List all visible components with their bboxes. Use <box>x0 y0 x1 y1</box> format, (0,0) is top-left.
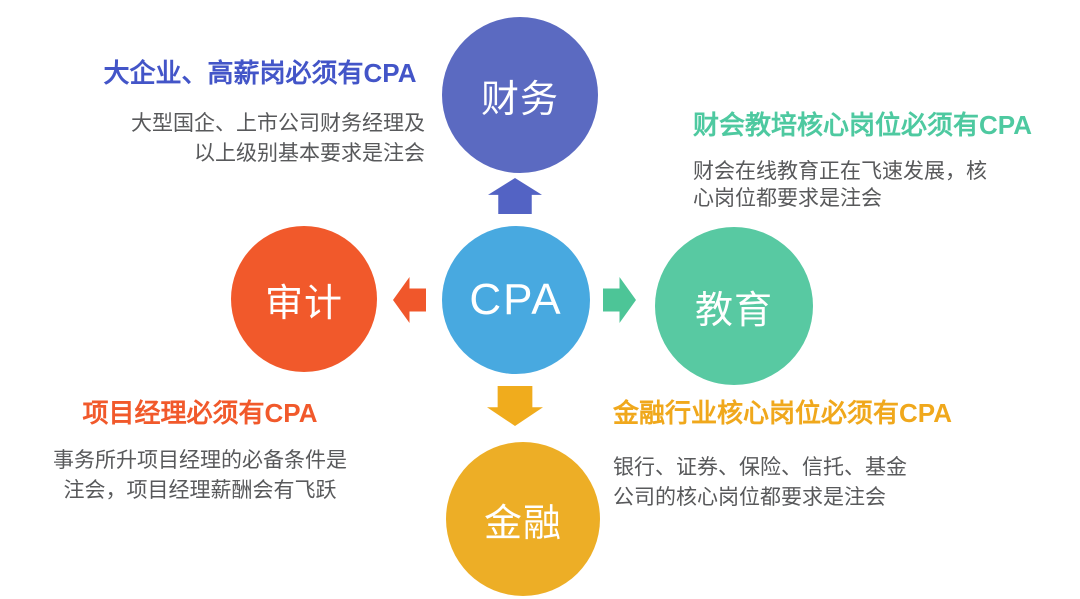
arrow-left-icon <box>393 277 426 323</box>
node-audit: 审计 <box>231 226 377 372</box>
callout-education: 财会教培核心岗位必须有CPA 财会在线教育正在飞速发展，核 心岗位都要求是注会 <box>693 110 1033 212</box>
callout-audit-body: 事务所升项目经理的必备条件是 注会，项目经理薪酬会有飞跃 <box>25 445 375 505</box>
callout-education-title: 财会教培核心岗位必须有CPA <box>693 110 1032 140</box>
node-finance-dept-label: 财务 <box>480 78 559 121</box>
callout-audit-line1: 事务所升项目经理的必备条件是 <box>53 448 347 472</box>
callout-finance-dept-line2: 以上级别基本要求是注会 <box>194 141 425 165</box>
node-cpa-center-label: CPA <box>469 275 563 324</box>
node-banking-label: 金融 <box>483 502 562 545</box>
node-audit-label: 审计 <box>264 282 343 325</box>
callout-banking-body: 银行、证券、保险、信托、基金 公司的核心岗位都要求是注会 <box>613 452 993 512</box>
callout-finance-dept-title: 大企业、高薪岗必须有CPA <box>103 58 417 88</box>
callout-audit: 项目经理必须有CPA 事务所升项目经理的必备条件是 注会，项目经理薪酬会有飞跃 <box>25 398 375 505</box>
callout-finance-dept: 大企业、高薪岗必须有CPA 大型国企、上市公司财务经理及 以上级别基本要求是注会 <box>95 58 425 168</box>
callout-education-line1: 财会在线教育正在飞速发展，核 <box>693 159 987 183</box>
node-education-label: 教育 <box>694 289 773 332</box>
callout-banking: 金融行业核心岗位必须有CPA 银行、证券、保险、信托、基金 公司的核心岗位都要求… <box>613 398 993 512</box>
callout-education-body: 财会在线教育正在飞速发展，核 心岗位都要求是注会 <box>693 158 1033 212</box>
callout-banking-line1: 银行、证券、保险、信托、基金 <box>613 455 907 479</box>
node-finance-dept: 财务 <box>442 17 598 173</box>
arrow-right-icon <box>603 277 636 323</box>
callout-audit-title: 项目经理必须有CPA <box>82 398 318 428</box>
node-education: 教育 <box>655 227 813 385</box>
callout-banking-title: 金融行业核心岗位必须有CPA <box>613 398 952 428</box>
callout-education-line2: 心岗位都要求是注会 <box>693 186 882 210</box>
callout-finance-dept-line1: 大型国企、上市公司财务经理及 <box>131 111 425 135</box>
node-banking: 金融 <box>446 442 600 596</box>
callout-finance-dept-body: 大型国企、上市公司财务经理及 以上级别基本要求是注会 <box>95 108 425 168</box>
callout-audit-line2: 注会，项目经理薪酬会有飞跃 <box>63 478 337 502</box>
arrow-up-icon <box>488 178 542 214</box>
callout-banking-line2: 公司的核心岗位都要求是注会 <box>613 485 886 509</box>
node-cpa-center: CPA <box>442 226 590 374</box>
arrow-down-icon <box>487 386 543 426</box>
